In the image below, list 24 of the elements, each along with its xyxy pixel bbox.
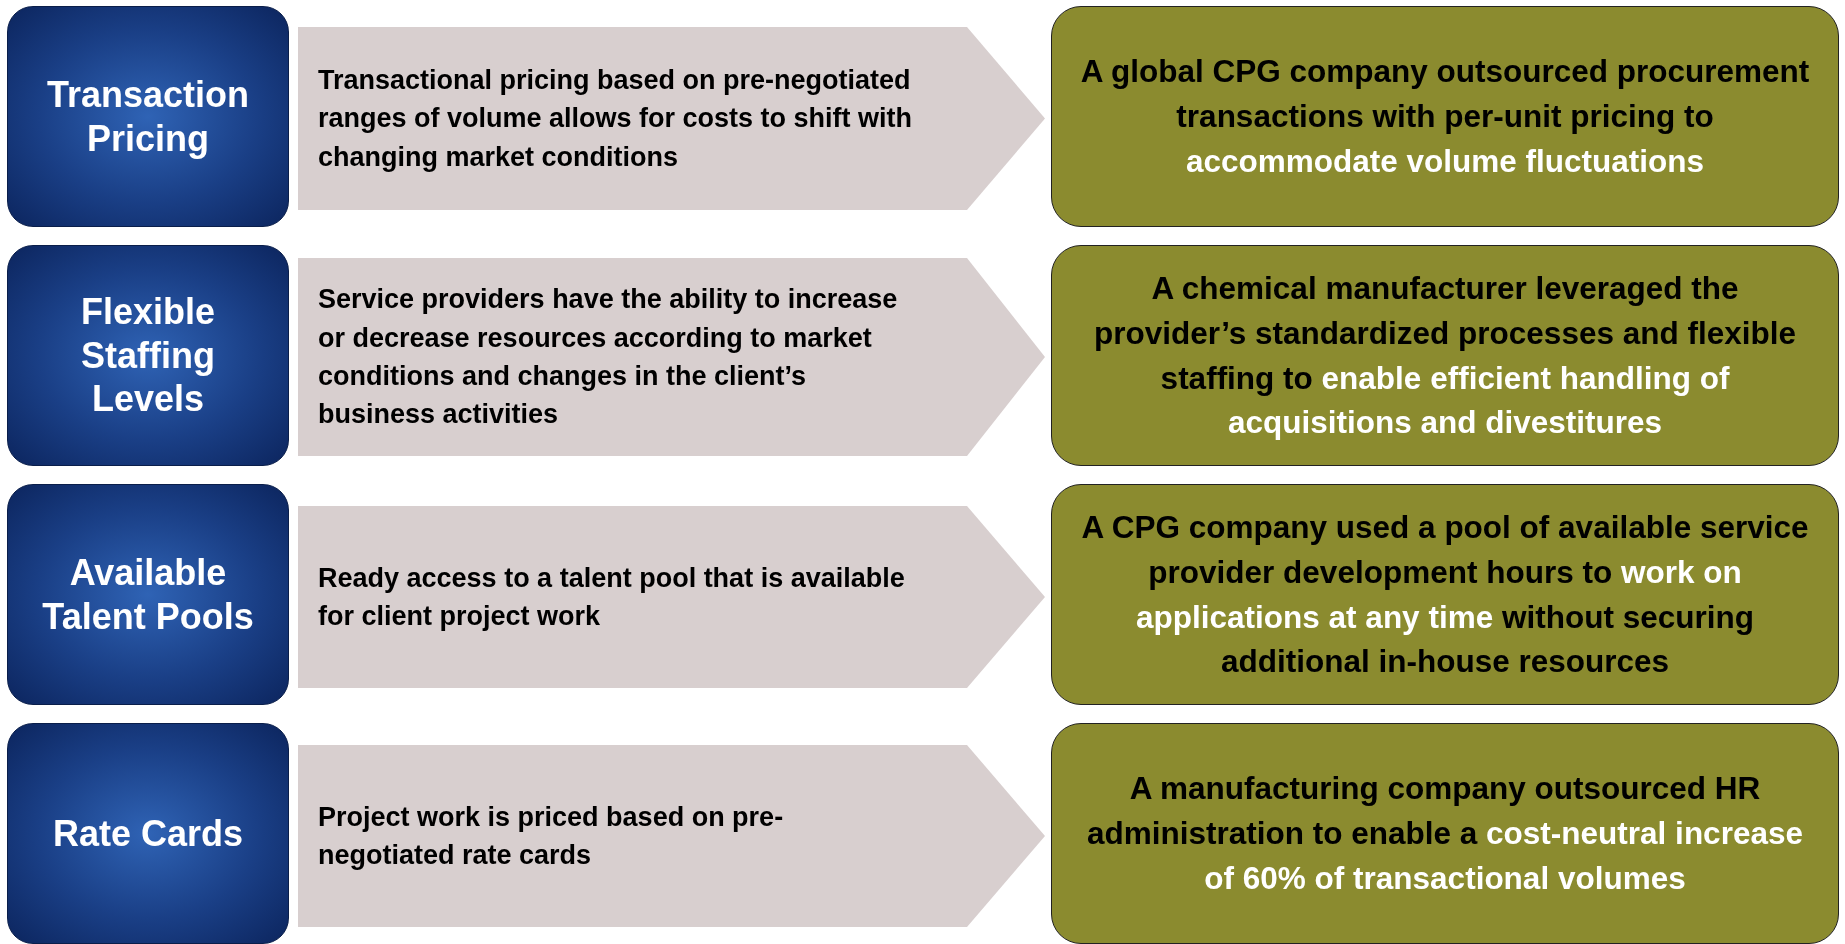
chevron-arrow xyxy=(967,506,1045,688)
chevron-arrow xyxy=(967,258,1045,456)
category-title: Flexible Staffing Levels xyxy=(79,289,217,422)
category-box xyxy=(7,6,289,227)
chevron-arrow xyxy=(967,745,1045,927)
description-text: A CPG company used a pool of available service provider development hours to work on applications at any time without securing additional in-house resources xyxy=(1080,508,1810,682)
description-text: Ready access to a talent pool that is available for client project work xyxy=(317,561,906,633)
example-box xyxy=(1051,6,1839,227)
description-text: Project work is priced based on pre-negotiated rate cards xyxy=(317,800,785,872)
description-text: Service providers have the ability to increase or decrease resources according to market conditions and changes in the client’s business activities xyxy=(317,283,899,432)
category-title: Rate Cards xyxy=(51,811,245,856)
chevron-arrow xyxy=(967,27,1045,210)
description-text: Transactional pricing based on pre-negotiated ranges of volume allows for costs to shift with changing market conditions xyxy=(317,64,914,174)
description-text: A manufacturing company outsourced HR administration to enable a cost-neutral increase of 60% of transactional volumes xyxy=(1086,769,1804,898)
category-box xyxy=(7,723,289,944)
category-title: Available Talent Pools xyxy=(41,550,255,639)
category-title: Transaction Pricing xyxy=(45,72,251,161)
example-box xyxy=(1051,723,1839,944)
description-text: A global CPG company outsourced procurement transactions with per-unit pricing to accommodate volume fluctuations xyxy=(1079,52,1811,181)
description-text: A chemical manufacturer leveraged the provider’s standardized processes and flexible staffing to enable efficient handling of acquisitions and divestitures xyxy=(1093,269,1797,443)
example-box xyxy=(1051,484,1839,705)
category-box xyxy=(7,245,289,466)
category-box xyxy=(7,484,289,705)
example-box xyxy=(1051,245,1839,466)
